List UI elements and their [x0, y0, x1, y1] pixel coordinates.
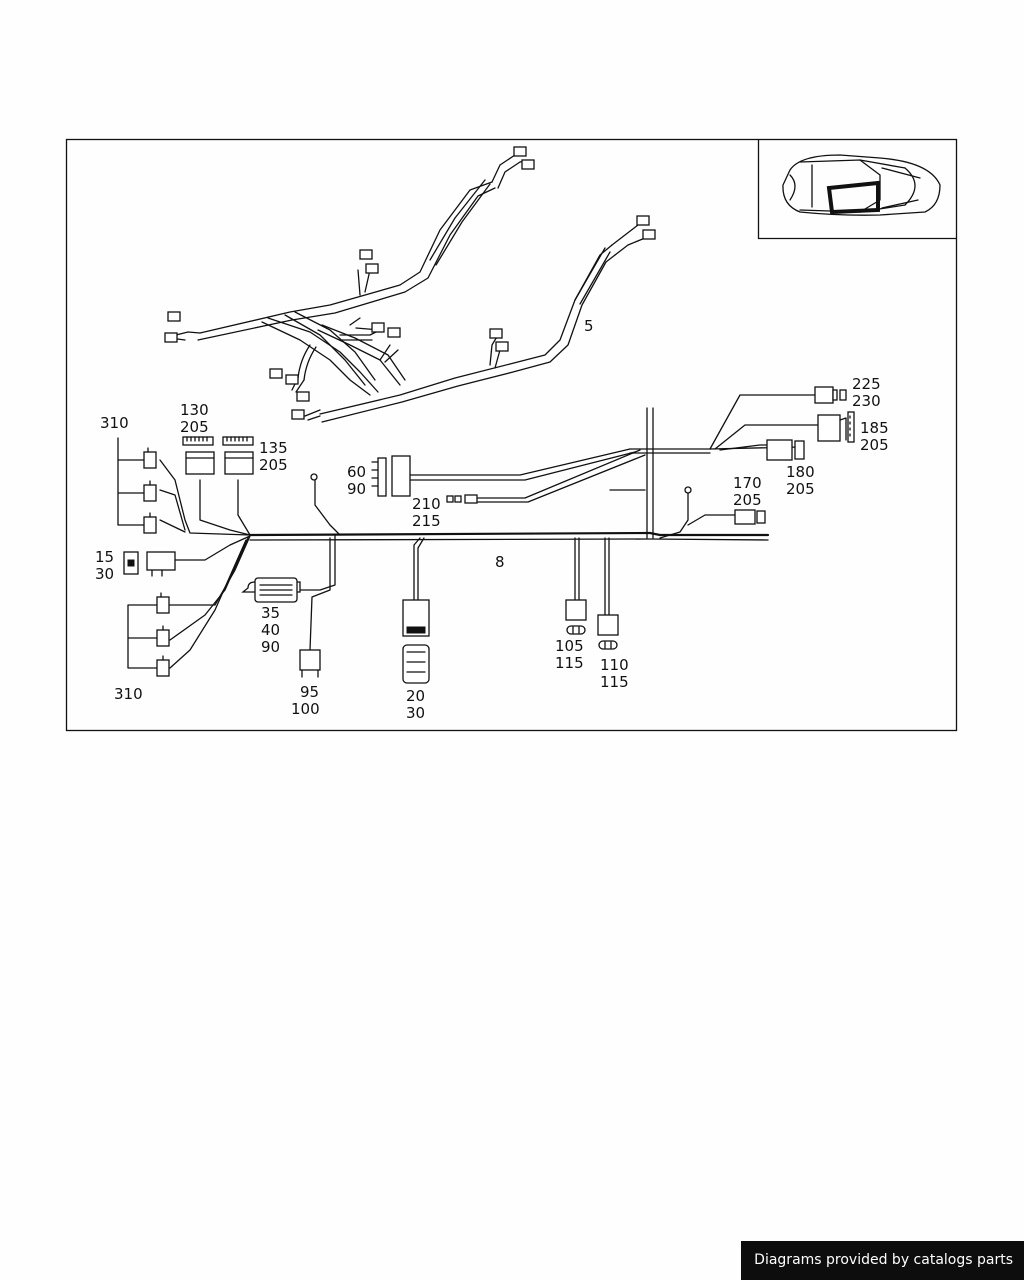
label-90-a: 90 [347, 480, 366, 498]
connector-95 [299, 649, 321, 678]
label-180: 180 [786, 463, 815, 481]
connector-130 [182, 436, 215, 475]
harness-8 [159, 394, 821, 669]
label-105: 105 [555, 637, 584, 655]
label-40: 40 [261, 621, 280, 639]
label-205-a: 205 [180, 418, 209, 436]
label-230: 230 [852, 392, 881, 410]
connector-225 [814, 386, 847, 404]
connector-180 [766, 439, 805, 461]
connector-135 [222, 436, 254, 475]
harness-5 [164, 146, 656, 423]
footer-credit: Diagrams provided by catalogs parts [741, 1241, 1024, 1280]
label-30-b: 30 [406, 704, 425, 722]
label-100: 100 [291, 700, 320, 718]
connector-15 [123, 551, 176, 577]
label-130: 130 [180, 401, 209, 419]
label-35: 35 [261, 604, 280, 622]
part-labels: 5 8 310 310 130 205 135 205 60 90 210 21… [95, 317, 889, 722]
label-60: 60 [347, 463, 366, 481]
label-115-b: 115 [600, 673, 629, 691]
label-170: 170 [733, 474, 762, 492]
connector-185 [817, 411, 855, 443]
connector-170 [734, 509, 766, 525]
label-205-d: 205 [786, 480, 815, 498]
connector-310-bottom [127, 592, 170, 677]
label-310-top: 310 [100, 414, 129, 432]
label-15: 15 [95, 548, 114, 566]
connector-110 [597, 614, 619, 650]
connector-210 [446, 494, 478, 504]
label-30-a: 30 [95, 565, 114, 583]
label-215: 215 [412, 512, 441, 530]
label-8: 8 [495, 553, 505, 571]
label-110: 110 [600, 656, 629, 674]
label-20: 20 [406, 687, 425, 705]
label-310-bottom: 310 [114, 685, 143, 703]
label-210: 210 [412, 495, 441, 513]
connector-60 [371, 455, 411, 497]
label-95: 95 [300, 683, 319, 701]
car-locator-inset [757, 139, 957, 240]
label-225: 225 [852, 375, 881, 393]
label-135: 135 [259, 439, 288, 457]
diagram-frame [65, 138, 958, 732]
label-115-a: 115 [555, 654, 584, 672]
label-5: 5 [584, 317, 594, 335]
connector-105 [565, 599, 587, 635]
connector-20 [402, 599, 430, 684]
label-185: 185 [860, 419, 889, 437]
label-205-c: 205 [860, 436, 889, 454]
label-205-b: 205 [259, 456, 288, 474]
connector-35 [241, 577, 301, 603]
label-90-b: 90 [261, 638, 280, 656]
connector-310-top [117, 437, 157, 534]
label-205-e: 205 [733, 491, 762, 509]
